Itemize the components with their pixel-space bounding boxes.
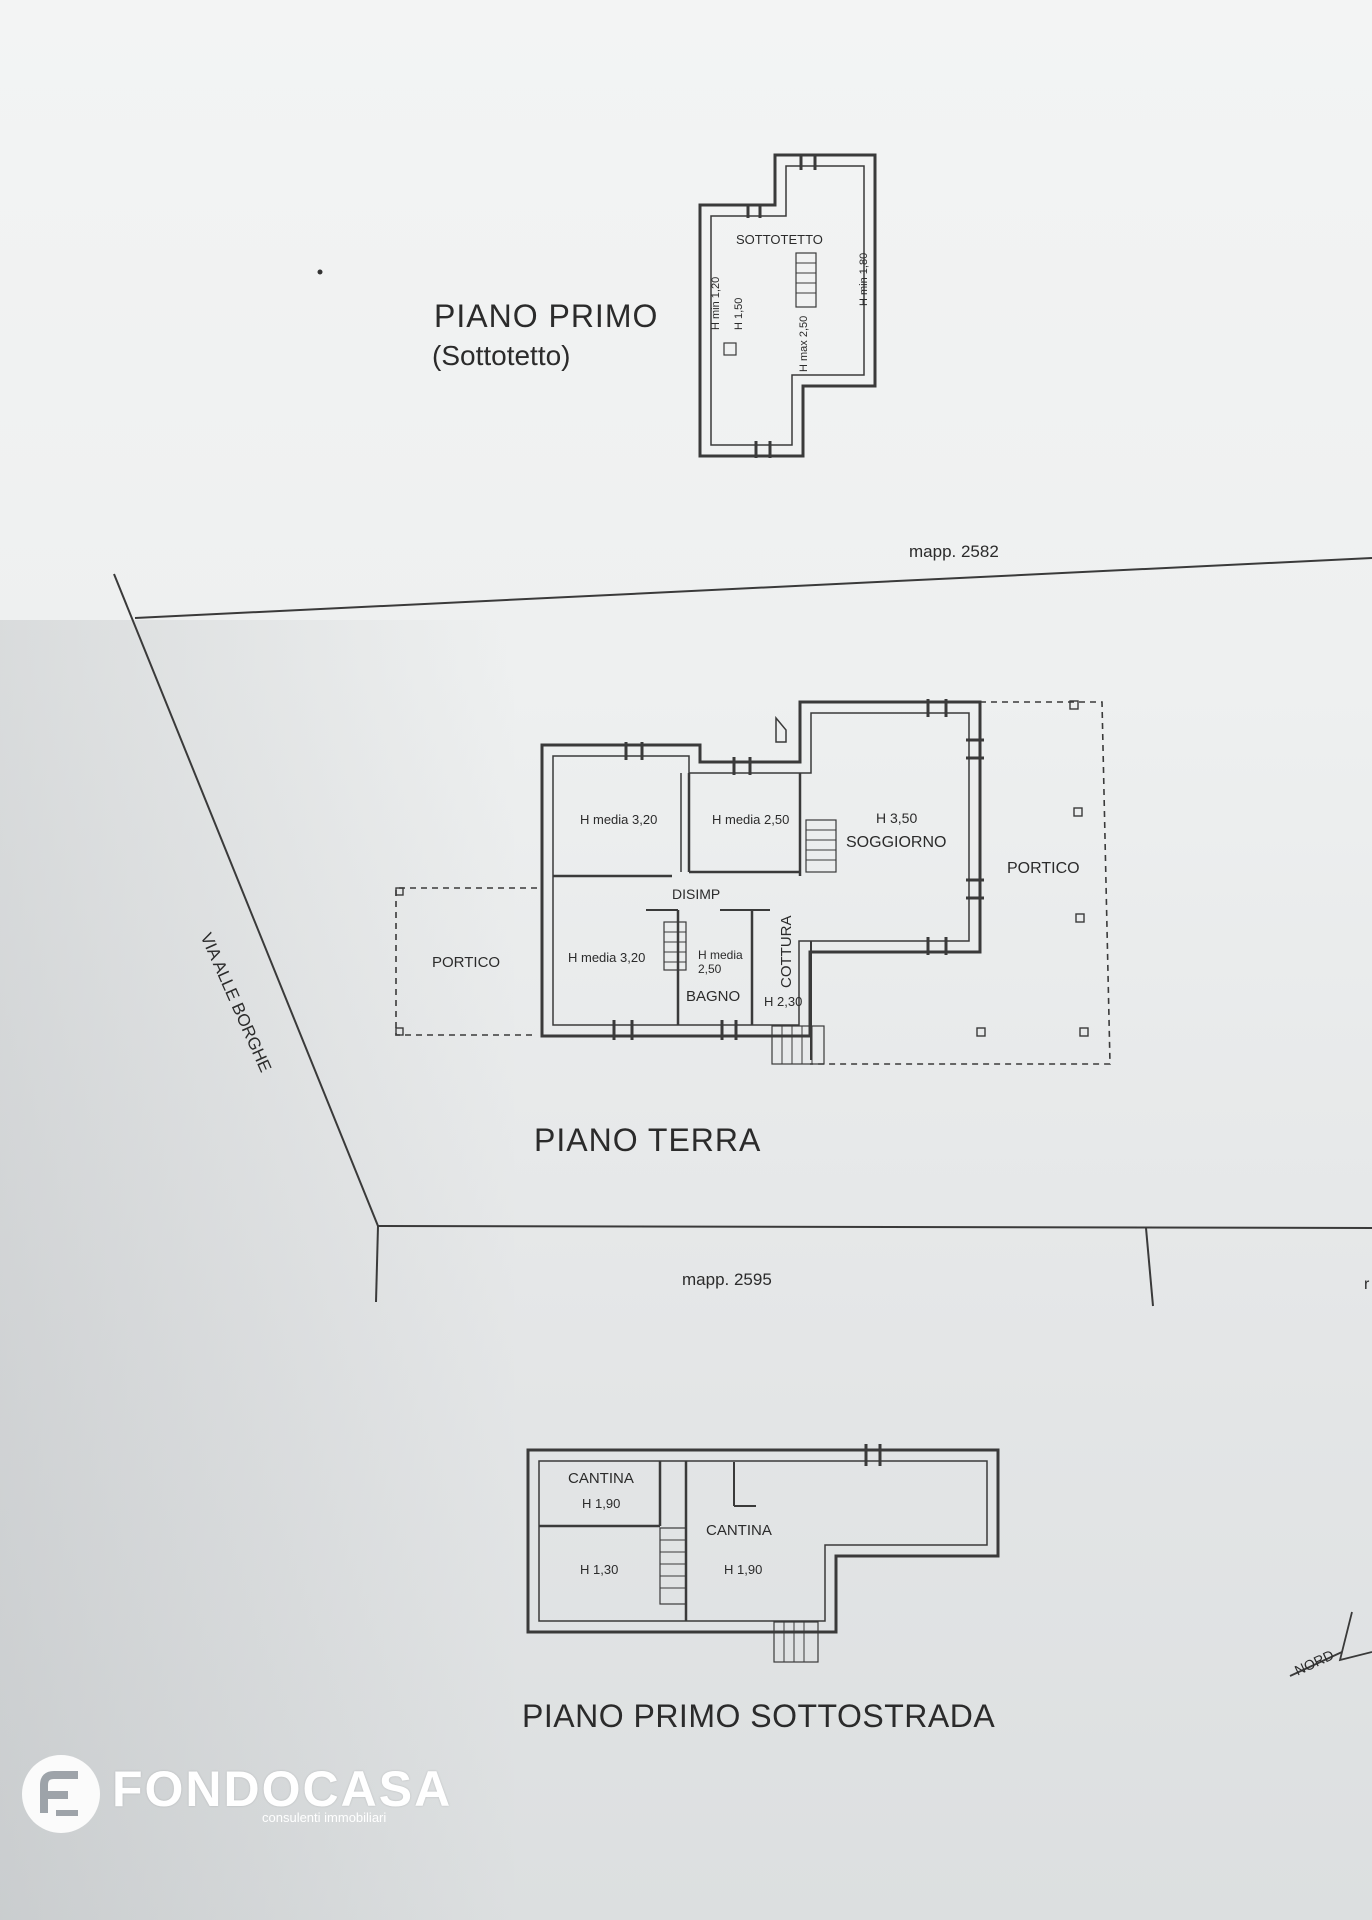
shadow-overlay [0, 620, 520, 1920]
first-h-max: H max 2,50 [798, 315, 810, 372]
boundary-bottom-right [1145, 1227, 1154, 1307]
fondocasa-logo: FONDOCASA consulenti immobiliari [22, 1755, 452, 1833]
bagno-height-1: H media [698, 948, 743, 962]
room-sottotetto: SOTTOTETTO [736, 232, 823, 247]
basement-title: PIANO PRIMO SOTTOSTRADA [522, 1698, 996, 1734]
room-cantina-small: CANTINA [568, 1470, 634, 1487]
north-arrow [1289, 1611, 1372, 1677]
paper-speck [317, 269, 323, 275]
first-h-left: H 1,50 [733, 297, 745, 330]
room-bagno: BAGNO [686, 988, 741, 1005]
bagno-height-2: 2,50 [698, 962, 722, 976]
room-b-height: H media 2,50 [712, 812, 790, 827]
portico-outlines [395, 701, 1111, 1065]
first-h-min-right: H min 1,80 [858, 252, 870, 306]
edge-letter: r [1364, 1276, 1370, 1293]
room-cottura: COTTURA [778, 915, 795, 989]
first-floor-title: PIANO PRIMO [434, 298, 659, 334]
portico-pillars [395, 700, 1089, 1037]
boundary-bottom [377, 1225, 1372, 1229]
room-cantina-big: CANTINA [706, 1522, 772, 1539]
logo-tagline: consulenti immobiliari [262, 1809, 387, 1825]
room-c-height: H media 3,20 [568, 950, 646, 965]
room-soggiorno: SOGGIORNO [846, 834, 947, 851]
boundary-street [113, 573, 379, 1227]
plan-ground-floor [540, 699, 984, 1065]
room-low-height: H 1,30 [580, 1562, 619, 1577]
logo-name: FONDOCASA [112, 1760, 453, 1817]
room-portico-left: PORTICO [432, 954, 501, 971]
room-a-height: H media 3,20 [580, 812, 658, 827]
ground-floor-title: PIANO TERRA [534, 1122, 762, 1158]
boundary-top [134, 557, 1372, 619]
mapp-bottom-label: mapp. 2595 [682, 1270, 772, 1289]
room-portico-right: PORTICO [1007, 860, 1080, 877]
logo-mark-icon [22, 1755, 100, 1833]
cantina-big-height: H 1,90 [724, 1562, 763, 1577]
first-h-min-left: H min 1,20 [710, 276, 722, 330]
cottura-height: H 2,30 [764, 994, 803, 1009]
soggiorno-height: H 3,50 [876, 810, 918, 826]
plan-basement [526, 1444, 1000, 1663]
cantina-small-height: H 1,90 [582, 1496, 621, 1511]
plan-first-floor [698, 153, 877, 458]
boundary-bottom-left [375, 1225, 379, 1303]
room-disimp: DISIMP [672, 886, 721, 902]
mapp-top-label: mapp. 2582 [909, 542, 999, 561]
first-floor-subtitle: (Sottotetto) [432, 340, 571, 371]
